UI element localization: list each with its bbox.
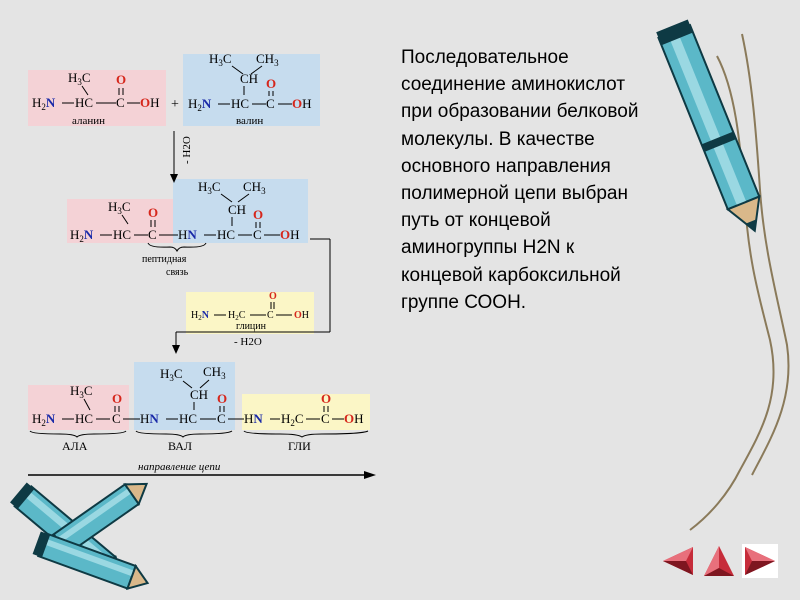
svg-text:O: O <box>116 72 126 87</box>
plus-sign: + <box>171 97 179 112</box>
description-line: путь от концевой <box>401 210 551 232</box>
svg-text:H3C: H3C <box>108 199 131 216</box>
svg-text:HN: HN <box>244 411 263 426</box>
dipeptide-molecule: H3C H2N HC C O HN HC C O OH H3C CH3 CH п… <box>70 179 300 278</box>
description-line: Последовательное <box>401 47 569 68</box>
val-abbr: ВАЛ <box>168 439 192 453</box>
svg-text:CH: CH <box>240 71 258 86</box>
pencil-decoration-icon <box>656 19 790 531</box>
svg-text:H2N: H2N <box>32 95 56 112</box>
svg-text:OH: OH <box>280 227 300 242</box>
arrow-left-icon <box>660 544 696 578</box>
svg-text:CH: CH <box>228 202 246 217</box>
arrow-up-icon <box>701 544 737 578</box>
pencils-decoration-icon <box>10 482 150 591</box>
svg-text:C: C <box>267 310 274 321</box>
svg-text:C: C <box>217 411 226 426</box>
chain-direction-arrow: направление цепи <box>28 461 376 479</box>
valine-molecule: H3C CH3 CH H2N HC C O OH валин <box>188 51 312 127</box>
ala-abbr: АЛА <box>62 439 88 453</box>
svg-text:O: O <box>321 391 331 406</box>
svg-text:HN: HN <box>140 411 159 426</box>
svg-text:C: C <box>148 227 157 242</box>
svg-text:H3C: H3C <box>198 179 221 196</box>
svg-text:O: O <box>148 205 158 220</box>
chain-direction-label: направление цепи <box>138 461 221 473</box>
reaction-arrow-1: - H2O <box>170 131 193 183</box>
svg-text:H3C: H3C <box>160 366 183 383</box>
svg-text:C: C <box>253 227 262 242</box>
svg-text:H2N: H2N <box>32 411 56 428</box>
tripeptide-val-box <box>134 362 235 430</box>
svg-text:O: O <box>217 391 227 406</box>
description-line: концевой карбоксильной <box>401 264 621 286</box>
svg-text:OH: OH <box>344 411 364 426</box>
description-line: соединение аминокислот <box>401 74 626 96</box>
glycine-box <box>186 292 314 334</box>
svg-text:H2N: H2N <box>70 227 94 244</box>
water-loss-label-1: - H2O <box>181 136 193 164</box>
valine-box <box>183 54 320 126</box>
description-line: группе СООН. <box>401 291 527 313</box>
next-slide-button[interactable] <box>742 544 778 578</box>
tripeptide-gly-box <box>242 394 370 430</box>
tripeptide-molecule: H3C H2N HC C O HN HC C O H3C CH3 CH HN H… <box>29 364 369 453</box>
svg-text:H3C: H3C <box>70 383 93 400</box>
home-slide-button[interactable] <box>701 544 737 578</box>
water-loss-label-2: - H2O <box>234 336 262 348</box>
svg-text:CH3: CH3 <box>256 51 279 68</box>
svg-text:CH3: CH3 <box>243 179 266 196</box>
dipeptide-val-box <box>173 179 308 243</box>
peptide-bond-label-1: пептидная <box>142 254 187 265</box>
svg-text:HC: HC <box>113 227 131 242</box>
svg-text:OH: OH <box>292 96 312 111</box>
svg-text:O: O <box>253 207 263 222</box>
svg-text:O: O <box>266 76 276 91</box>
reaction-arrow-2: - H2O <box>172 238 331 354</box>
glycine-label: глицин <box>236 321 267 332</box>
svg-text:CH: CH <box>190 387 208 402</box>
peptide-bond-label-2: связь <box>166 267 189 278</box>
alanine-label: аланин <box>72 115 105 127</box>
description-line: аминогруппы H2N к <box>401 237 575 259</box>
prev-slide-button[interactable] <box>660 544 696 578</box>
svg-text:C: C <box>116 95 125 110</box>
arrow-right-icon <box>742 544 778 578</box>
svg-text:C: C <box>266 96 275 111</box>
svg-text:CH3: CH3 <box>203 364 226 381</box>
svg-text:HC: HC <box>75 411 93 426</box>
svg-text:H2C: H2C <box>228 310 246 322</box>
gly-abbr: ГЛИ <box>288 439 311 453</box>
alanine-box <box>28 70 166 126</box>
svg-text:H3C: H3C <box>68 70 91 87</box>
description-line: полимерной цепи выбран <box>401 183 628 205</box>
glycine-molecule: H2N H2C C O OH глицин <box>191 291 309 332</box>
svg-text:H3C: H3C <box>209 51 232 68</box>
svg-text:OH: OH <box>294 310 309 321</box>
description-line: основного направления <box>401 155 611 177</box>
description-line: молекулы. В качестве <box>401 128 595 150</box>
svg-text:OH: OH <box>140 95 160 110</box>
svg-text:H2N: H2N <box>191 310 210 322</box>
svg-text:C: C <box>321 411 330 426</box>
description-text: Последовательное соединение аминокислот … <box>401 44 701 316</box>
tripeptide-ala-box <box>28 385 129 430</box>
svg-text:C: C <box>112 411 121 426</box>
svg-text:HN: HN <box>178 227 197 242</box>
svg-text:O: O <box>269 291 277 302</box>
svg-text:HC: HC <box>231 96 249 111</box>
svg-text:HC: HC <box>217 227 235 242</box>
description-line: при образовании белковой <box>401 101 639 123</box>
svg-text:O: O <box>112 391 122 406</box>
svg-text:H2C: H2C <box>281 411 304 428</box>
svg-text:H2N: H2N <box>188 96 212 113</box>
svg-text:HC: HC <box>179 411 197 426</box>
alanine-molecule: H3C H2N HC C O OH аланин <box>32 70 160 127</box>
svg-text:HC: HC <box>75 95 93 110</box>
valine-label: валин <box>236 115 263 127</box>
